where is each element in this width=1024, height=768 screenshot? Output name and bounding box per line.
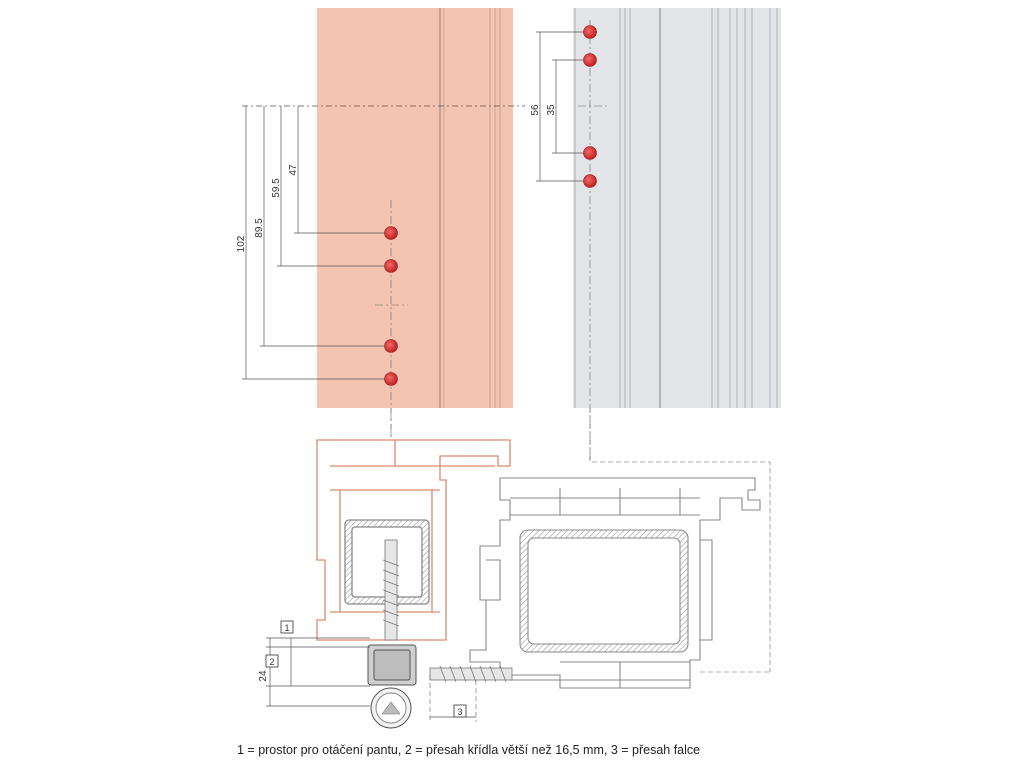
sash-hole-1: [384, 226, 398, 240]
legend-box-3: 3: [453, 704, 467, 718]
svg-text:2: 2: [269, 657, 274, 667]
caption: 1 = prostor pro otáčení pantu, 2 = přesa…: [237, 743, 701, 757]
legend-box-1: 1: [280, 620, 294, 634]
sash-dimension-lines: [242, 105, 525, 380]
sash-hole-4: [384, 372, 398, 386]
hinge: [367, 644, 417, 729]
holes: [384, 25, 597, 386]
dim-47: 47: [288, 164, 299, 176]
dim-89-5: 89.5: [254, 218, 265, 238]
frame-hole-1: [583, 25, 597, 39]
dim-24: 24: [258, 670, 269, 682]
sash-hole-2: [384, 259, 398, 273]
dim-56: 56: [530, 104, 541, 116]
sash-hole-3: [384, 339, 398, 353]
svg-text:1: 1: [284, 623, 289, 633]
frame-hole-2: [583, 53, 597, 67]
horizontal-screw: [429, 665, 513, 683]
sash-profile-section: [316, 439, 511, 641]
svg-text:3: 3: [457, 707, 462, 717]
frame-elevation: [573, 8, 781, 460]
frame-hole-3: [583, 146, 597, 160]
vertical-screw: [382, 539, 400, 641]
alignment-lines: [390, 408, 771, 722]
dim-59-5: 59.5: [271, 178, 282, 198]
bottom-dimension-lines: [266, 637, 476, 718]
dim-35: 35: [546, 104, 557, 116]
frame-profile-section: [469, 477, 761, 689]
dim-102: 102: [236, 235, 247, 252]
sash-elevation: [317, 8, 513, 440]
legend-box-2: 2: [265, 654, 279, 668]
technical-drawing: 102 89.5 59.5 47 56 35: [236, 8, 781, 729]
frame-hole-4: [583, 174, 597, 188]
